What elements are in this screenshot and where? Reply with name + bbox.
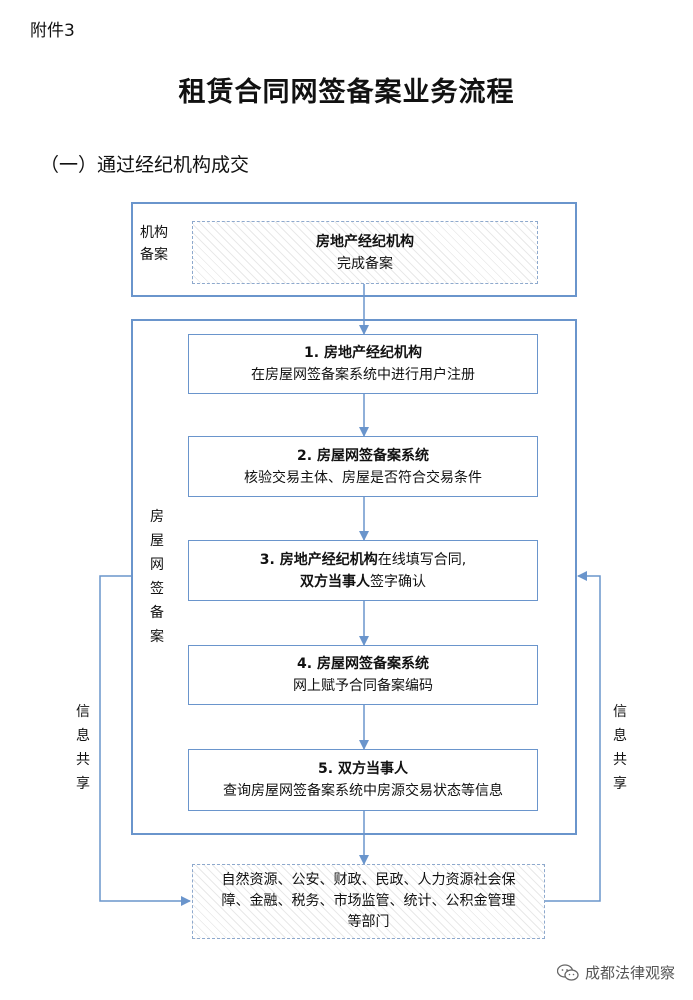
step-1-title: 1. 房地产经纪机构	[304, 345, 422, 361]
housing-filing-container	[131, 319, 577, 835]
attachment-label: 附件3	[30, 21, 75, 41]
step-4-title: 4. 房屋网签备案系统	[297, 656, 429, 672]
housing-filing-label: 房 屋 网 签 备 案	[150, 509, 164, 645]
step-3-line1: 3. 房地产经纪机构在线填写合同,	[259, 551, 467, 568]
arrow-left-info-share	[99, 575, 191, 906]
step-3-box: 3. 房地产经纪机构在线填写合同, 双方当事人签字确认	[188, 540, 538, 601]
step-2-title: 2. 房屋网签备案系统	[297, 447, 429, 464]
step-2-desc: 核验交易主体、房屋是否符合交易条件	[244, 469, 482, 486]
step-1-box: 1. 房地产经纪机构 在房屋网签备案系统中进行用户注册	[188, 334, 538, 394]
info-share-left-label: 信 息 共 享	[76, 704, 90, 792]
arrow-right-info-share	[545, 571, 601, 902]
departments-line3: 等部门	[347, 914, 390, 930]
step-1-desc: 在房屋网签备案系统中进行用户注册	[251, 367, 475, 383]
institution-label-line1: 机构	[140, 225, 168, 241]
departments-box: 自然资源、公安、财政、民政、人力资源社会保 障、金融、税务、市场监管、统计、公积…	[192, 864, 545, 939]
step-2-box: 2. 房屋网签备案系统 核验交易主体、房屋是否符合交易条件	[188, 436, 538, 497]
departments-line2: 障、金融、税务、市场监管、统计、公积金管理	[221, 893, 516, 909]
step-4-desc: 网上赋予合同备案编码	[293, 678, 433, 694]
step-5-box: 5. 双方当事人 查询房屋网签备案系统中房源交易状态等信息	[188, 749, 538, 811]
institution-box-title: 房地产经纪机构	[316, 233, 414, 250]
step-5-desc: 查询房屋网签备案系统中房源交易状态等信息	[223, 783, 503, 799]
departments-line1: 自然资源、公安、财政、民政、人力资源社会保	[221, 872, 516, 888]
institution-box-subtitle: 完成备案	[337, 255, 393, 272]
watermark-text: 成都法律观察	[584, 964, 675, 982]
institution-box: 房地产经纪机构 完成备案	[192, 221, 538, 284]
institution-filing-label: 机构 备案	[140, 222, 168, 266]
institution-label-line2: 备案	[140, 247, 168, 263]
info-share-right-label: 信 息 共 享	[613, 704, 627, 792]
page-title: 租赁合同网签备案业务流程	[178, 77, 515, 108]
wechat-icon	[556, 963, 579, 981]
section-heading: （一）通过经纪机构成交	[40, 154, 250, 176]
step-5-title: 5. 双方当事人	[318, 761, 408, 777]
institution-filing-container	[131, 202, 577, 297]
step-4-box: 4. 房屋网签备案系统 网上赋予合同备案编码	[188, 645, 538, 705]
step-3-line2: 双方当事人签字确认	[300, 573, 426, 590]
watermark: 成都法律观察	[556, 962, 675, 983]
